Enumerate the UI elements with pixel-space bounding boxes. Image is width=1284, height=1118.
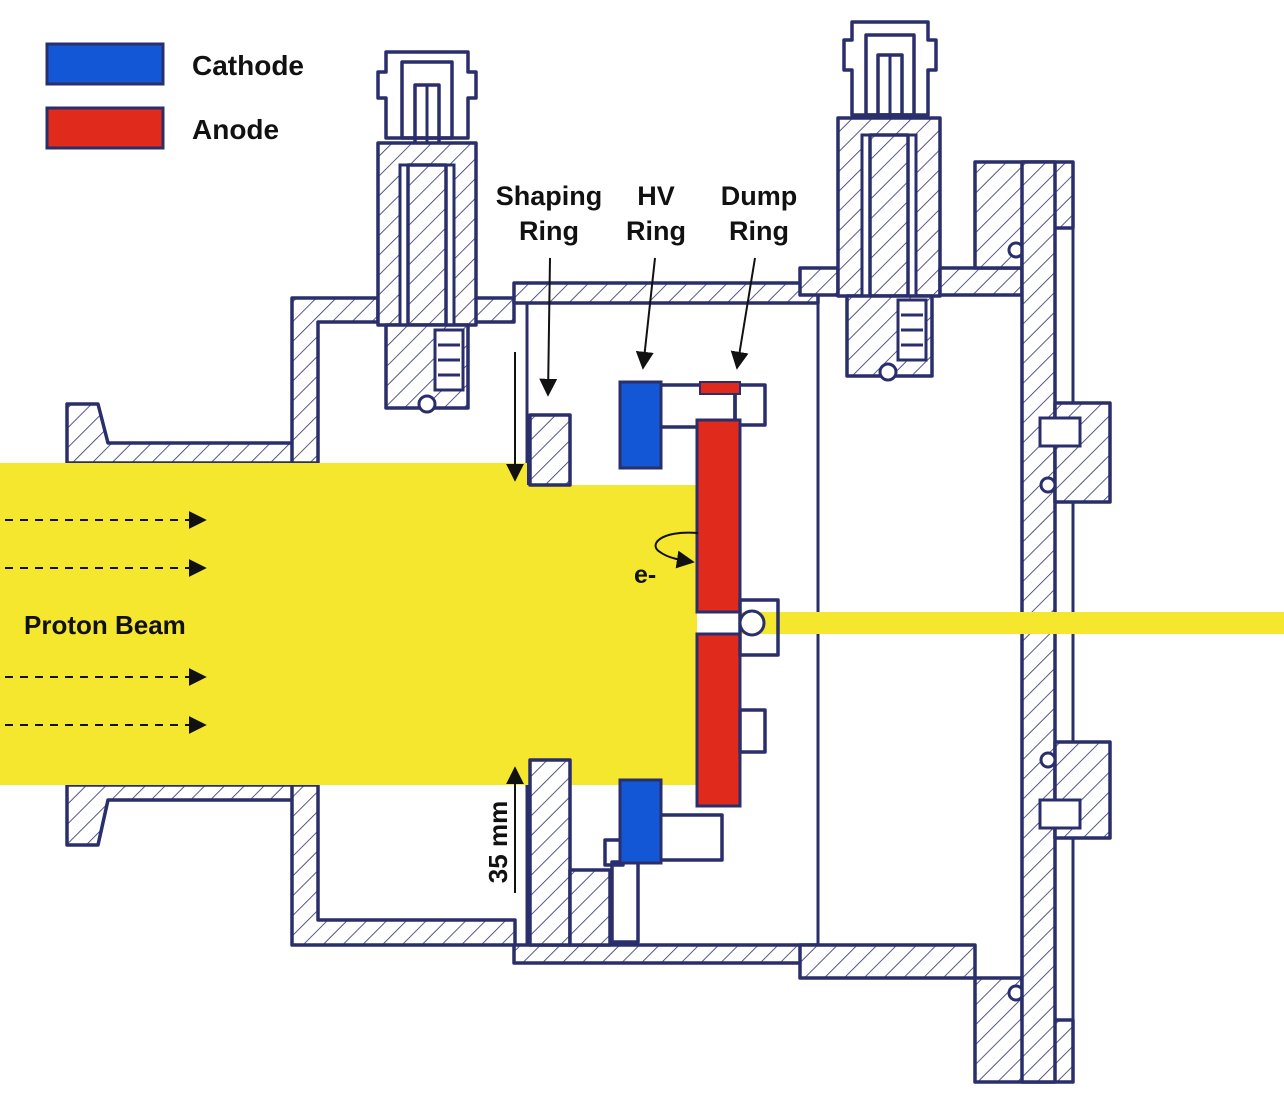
dump-ring-label-1: Dump [721,181,798,211]
legend-anode-label: Anode [192,114,279,145]
beam-flange-top [65,402,307,465]
chamber-bottom-wall [512,943,820,965]
left-hv-feedthrough [376,50,478,414]
electron-label: e- [634,561,656,589]
left-housing [65,296,517,947]
dump-ring [695,381,780,808]
dump-ring-tab [699,381,741,395]
hv-ring-bottom-cathode [618,778,663,865]
shaping-ring-label-1: Shaping [496,181,603,211]
dimension-label: 35 mm [483,801,513,883]
hv-ring-label-1: HV [637,181,675,211]
legend-cathode-label: Cathode [192,50,304,81]
central-chamber [512,266,977,980]
right-hv-feedthrough [836,20,942,382]
proton-beam-label: Proton Beam [24,610,186,640]
label-pointers [506,257,756,893]
dump-ring-lower-anode [695,632,742,808]
chamber-top-wall [512,281,820,305]
legend-cathode-swatch [45,42,165,86]
beam-direction-arrows [5,511,207,734]
legend-anode-swatch [45,106,165,150]
legend: Cathode Anode [45,42,304,150]
transmitted-beam [740,612,1284,634]
left-housing-upper-wall [290,296,380,465]
hv-ring-top-cathode [618,380,663,470]
hv-ring [603,380,767,944]
proton-beam-region [0,463,1284,785]
proton-beam [0,463,697,785]
shaping-ring-label-2: Ring [519,216,579,246]
beam-flange-bottom [65,783,307,847]
dump-ring-label-2: Ring [729,216,789,246]
dump-ring-upper-anode [695,418,742,614]
shaping-ring-top [528,413,572,487]
hv-ring-label-2: Ring [626,216,686,246]
component-labels: Shaping Ring HV Ring Dump Ring e- Proton… [24,181,797,883]
left-housing-lower-wall [290,783,517,947]
left-housing-upper-lip [473,296,516,324]
shaping-ring-bottom [528,758,572,947]
